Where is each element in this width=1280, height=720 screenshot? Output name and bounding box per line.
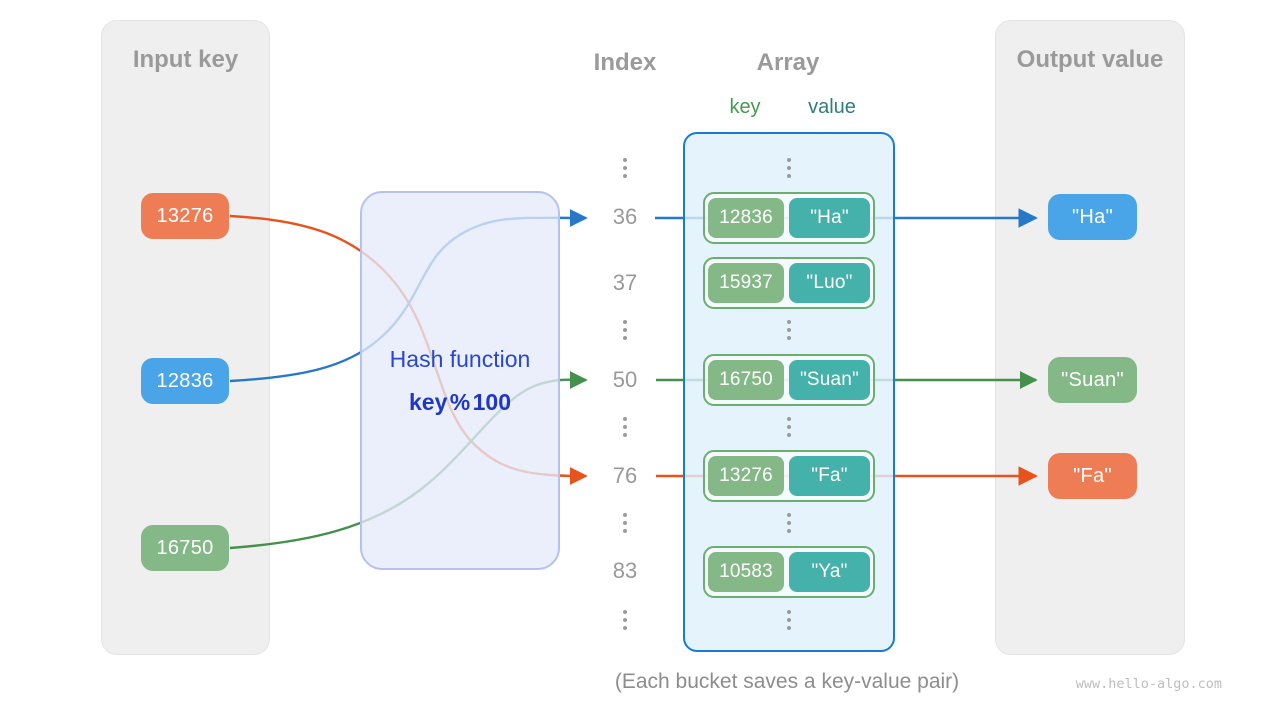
bucket-key: 13276 bbox=[708, 456, 784, 496]
bucket-value: "Fa" bbox=[789, 456, 870, 496]
vertical-ellipsis-icon bbox=[787, 417, 791, 437]
vertical-ellipsis-icon bbox=[787, 158, 791, 178]
vertical-ellipsis-icon bbox=[623, 320, 627, 340]
vertical-ellipsis-icon bbox=[787, 320, 791, 340]
vertical-ellipsis-icon bbox=[787, 513, 791, 533]
bucket-value: "Suan" bbox=[789, 360, 870, 400]
bucket-key: 15937 bbox=[708, 263, 784, 303]
bucket-value: "Ya" bbox=[789, 552, 870, 592]
bucket-value: "Ha" bbox=[789, 198, 870, 238]
site-watermark: www.hello-algo.com bbox=[1075, 676, 1222, 692]
output-value-panel bbox=[995, 20, 1185, 655]
hash-function-formula: key % 100 bbox=[409, 388, 511, 415]
value-column-header: value bbox=[808, 96, 856, 118]
output-value-fa: "Fa" bbox=[1048, 453, 1137, 499]
vertical-ellipsis-icon bbox=[623, 417, 627, 437]
input-key-12836: 12836 bbox=[141, 358, 229, 404]
vertical-ellipsis-icon bbox=[623, 513, 627, 533]
key-column-header: key bbox=[729, 96, 761, 118]
index-label-36: 36 bbox=[612, 204, 638, 229]
array-column-header: Array bbox=[756, 49, 820, 76]
vertical-ellipsis-icon bbox=[623, 610, 627, 630]
output-value-suan: "Suan" bbox=[1048, 357, 1137, 403]
bucket-key: 12836 bbox=[708, 198, 784, 238]
output-value-ha: "Ha" bbox=[1048, 194, 1137, 240]
bucket-row: 10583 "Ya" bbox=[703, 546, 875, 598]
hash-function-box: Hash function key % 100 bbox=[360, 191, 560, 570]
input-key-16750: 16750 bbox=[141, 525, 229, 571]
bucket-value: "Luo" bbox=[789, 263, 870, 303]
bucket-key: 16750 bbox=[708, 360, 784, 400]
hash-function-title: Hash function bbox=[389, 345, 531, 372]
index-label-83: 83 bbox=[612, 558, 638, 583]
bucket-row: 13276 "Fa" bbox=[703, 450, 875, 502]
index-label-76: 76 bbox=[612, 463, 638, 488]
output-panel-title: Output value bbox=[1016, 46, 1164, 73]
bucket-row: 16750 "Suan" bbox=[703, 354, 875, 406]
diagram-caption: (Each bucket saves a key-value pair) bbox=[614, 670, 960, 693]
index-label-50: 50 bbox=[612, 367, 638, 392]
index-column-header: Index bbox=[593, 49, 657, 76]
vertical-ellipsis-icon bbox=[787, 610, 791, 630]
bucket-row: 12836 "Ha" bbox=[703, 192, 875, 244]
index-label-37: 37 bbox=[612, 270, 638, 295]
input-panel-title: Input key bbox=[132, 46, 239, 73]
bucket-key: 10583 bbox=[708, 552, 784, 592]
bucket-row: 15937 "Luo" bbox=[703, 257, 875, 309]
vertical-ellipsis-icon bbox=[623, 158, 627, 178]
input-key-13276: 13276 bbox=[141, 193, 229, 239]
